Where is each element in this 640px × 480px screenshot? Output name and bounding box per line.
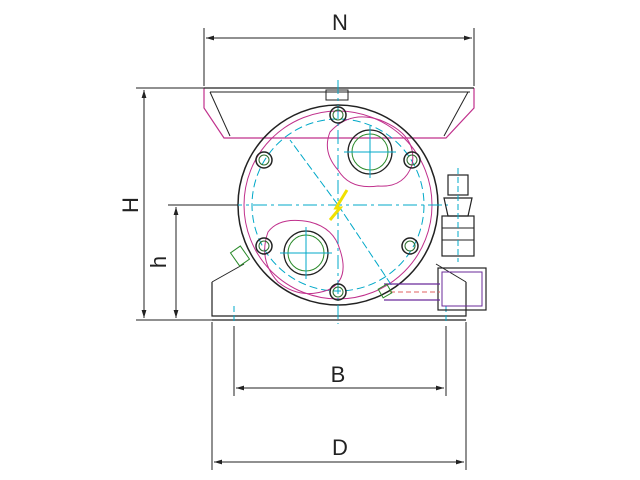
bolt-hole-top <box>329 106 347 124</box>
bolt-hole-top-right <box>403 151 421 169</box>
bolt-hole-top-left <box>255 151 273 169</box>
bolt-hole-bottom <box>329 283 347 301</box>
upper-eccentric-lobe <box>326 116 414 188</box>
dimension-label-n: N <box>332 10 348 35</box>
dimension-n: N <box>203 10 475 86</box>
dimension-h-center: h <box>146 204 238 318</box>
dimension-label-h-total: H <box>118 197 143 213</box>
left-fitting <box>229 245 251 267</box>
base-foot <box>211 263 467 324</box>
lower-eccentric-lobe <box>264 219 344 295</box>
top-plate <box>203 87 475 139</box>
dimension-label-h-center: h <box>146 256 171 268</box>
dimension-d: D <box>211 322 467 470</box>
dimension-label-b: B <box>331 362 346 387</box>
bolt-hole-bottom-left <box>255 237 273 255</box>
dimension-b: B <box>233 326 447 396</box>
bolt-hole-bottom-right <box>401 237 419 255</box>
air-inlet-fitting <box>437 168 487 311</box>
dimension-label-d: D <box>332 435 348 460</box>
pipe-connection <box>377 283 440 301</box>
rotation-arrow-icon <box>328 189 349 221</box>
bolt-holes <box>255 106 421 301</box>
dimension-h-total: H <box>118 87 212 321</box>
